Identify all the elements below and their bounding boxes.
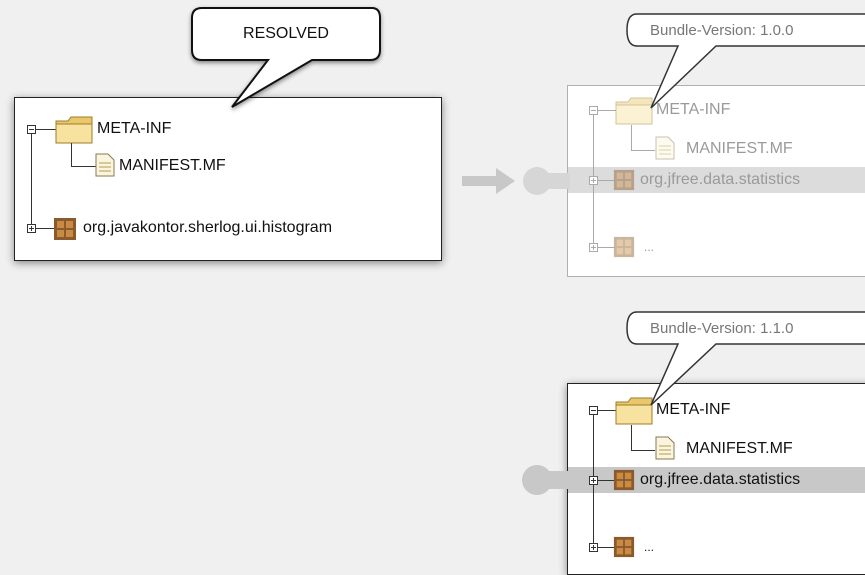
version-callout-text-top: Bundle-Version: 1.0.0 <box>650 21 794 39</box>
diagram-overlay <box>191 7 865 495</box>
collapse-icon[interactable] <box>589 106 598 115</box>
manifest-file-icon <box>655 136 675 160</box>
resolved-callout-text: RESOLVED <box>243 25 329 42</box>
folder-icon <box>615 97 653 125</box>
package-icon <box>613 469 635 491</box>
package-icon <box>613 169 635 191</box>
more-label[interactable]: ... <box>644 240 655 254</box>
folder-label[interactable]: META-INF <box>656 401 731 418</box>
folder-label[interactable]: META-INF <box>656 101 731 118</box>
version-callout-bottom <box>626 311 865 406</box>
package-label[interactable]: org.jfree.data.statistics <box>640 171 801 188</box>
manifest-file-icon <box>655 436 675 460</box>
folder-icon <box>615 397 653 425</box>
manifest-file-icon <box>95 153 115 177</box>
expand-icon[interactable] <box>589 476 598 485</box>
package-label[interactable]: org.jfree.data.statistics <box>640 471 801 488</box>
manifest-label[interactable]: MANIFEST.MF <box>119 157 226 174</box>
collapse-icon[interactable] <box>27 125 36 134</box>
collapse-icon[interactable] <box>589 406 598 415</box>
left-tree-panel: META-INF MANIFEST.MF org.javakontor.sher… <box>14 97 442 261</box>
manifest-label[interactable]: MANIFEST.MF <box>686 440 793 457</box>
version-callout-top <box>626 13 865 109</box>
package-icon <box>54 218 76 240</box>
highlight-row <box>568 167 865 193</box>
bottom-right-tree-panel: META-INF MANIFEST.MF org.jfree.data.stat… <box>567 383 865 575</box>
folder-label[interactable]: META-INF <box>97 120 172 137</box>
package-icon <box>613 236 635 258</box>
version-callout-text-bottom: Bundle-Version: 1.1.0 <box>650 319 794 337</box>
top-right-tree-panel: META-INF MANIFEST.MF org.jfree.data.stat… <box>567 85 865 277</box>
more-label[interactable]: ... <box>644 540 655 554</box>
arrow-icon <box>462 168 515 194</box>
folder-icon <box>55 116 93 144</box>
resolved-callout-bubble <box>191 7 381 108</box>
expand-icon[interactable] <box>589 243 598 252</box>
manifest-label[interactable]: MANIFEST.MF <box>686 140 793 157</box>
package-label[interactable]: org.javakontor.sherlog.ui.histogram <box>83 219 333 236</box>
expand-icon[interactable] <box>589 176 598 185</box>
expand-icon[interactable] <box>27 224 36 233</box>
